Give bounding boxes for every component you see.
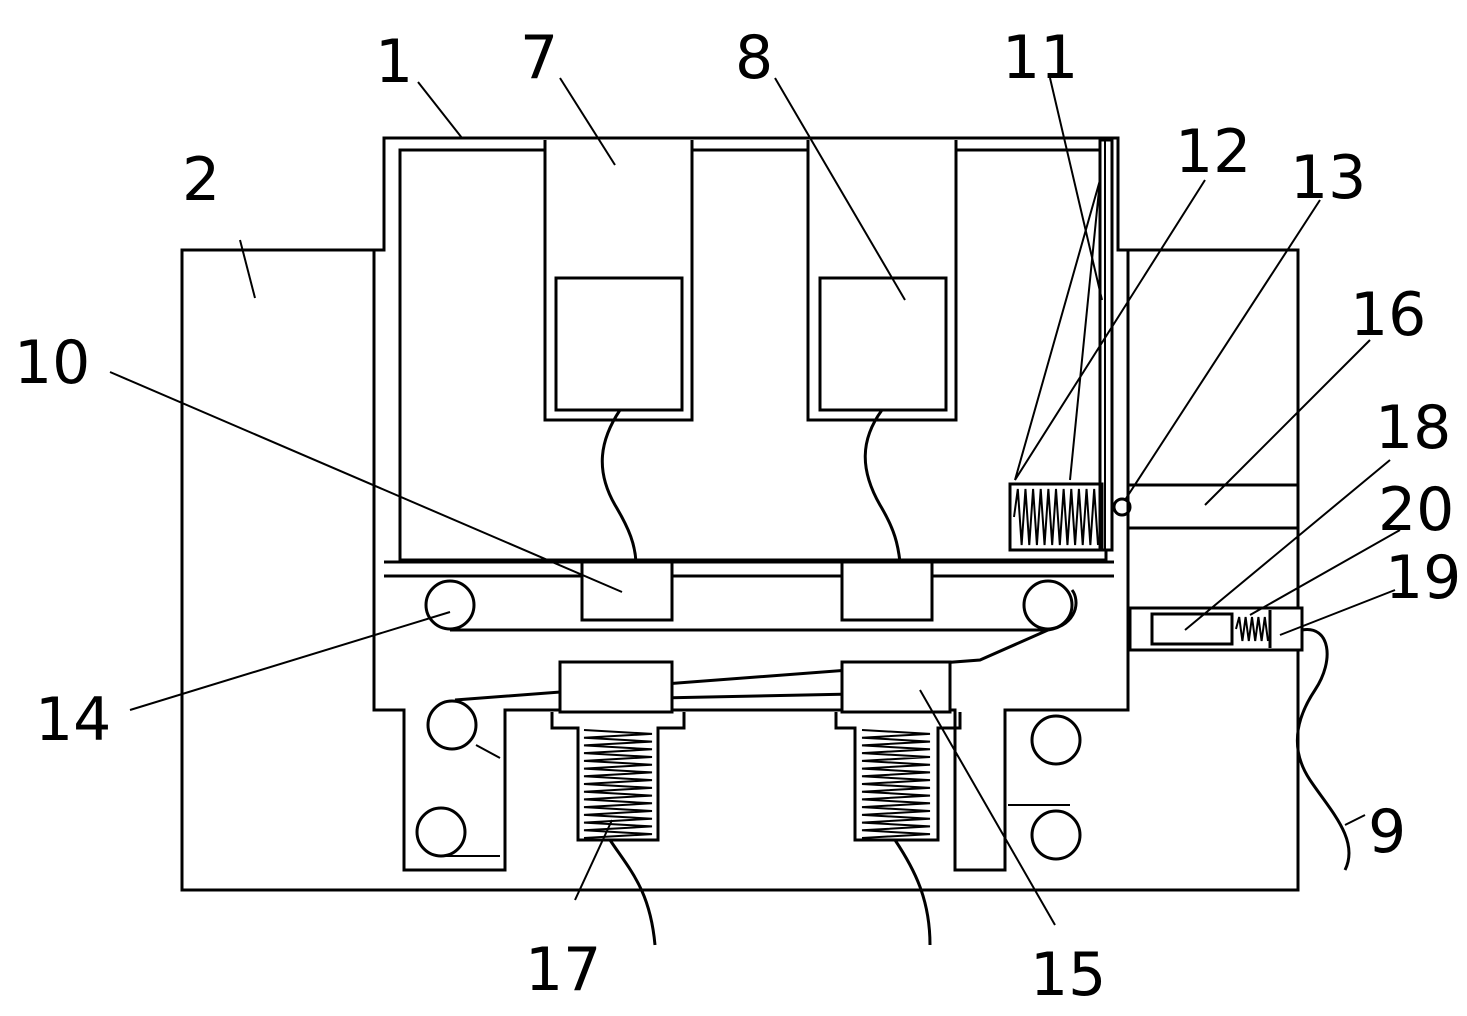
- label-9: 9: [1368, 797, 1406, 867]
- label-12: 12: [1175, 117, 1251, 187]
- reagent-box-7: [554, 276, 684, 412]
- coil-path: [583, 729, 653, 839]
- leader-14: [129, 611, 451, 711]
- leader-8: [774, 77, 906, 301]
- label-17: 17: [525, 935, 601, 1005]
- label-1: 1: [375, 27, 413, 97]
- label-11: 11: [1002, 23, 1078, 93]
- leader-15: [919, 689, 1056, 926]
- label-14: 14: [35, 685, 111, 755]
- roller-14-e: [1030, 714, 1082, 766]
- roller-14-b: [1022, 579, 1074, 631]
- leader-12: [1014, 179, 1206, 481]
- pump-10-a: [580, 560, 674, 622]
- roller-14-a: [424, 579, 476, 631]
- label-10: 10: [14, 328, 90, 398]
- cable-9: [1295, 628, 1351, 871]
- cable-17-b: [893, 839, 932, 946]
- spring-12: [1013, 488, 1099, 546]
- cable-17-a: [608, 839, 657, 946]
- spring-17-a: [583, 729, 653, 839]
- pump-10-b: [840, 560, 934, 622]
- leader-1: [417, 81, 463, 139]
- leader-17: [574, 819, 613, 901]
- spring-17-b: [861, 729, 931, 839]
- leader-7: [559, 77, 616, 166]
- belt-curve: [1047, 589, 1078, 632]
- leader-19: [1279, 589, 1396, 636]
- spring-20: [1235, 616, 1269, 642]
- label-20: 20: [1378, 475, 1454, 545]
- label-18: 18: [1375, 393, 1451, 463]
- label-16: 16: [1350, 280, 1426, 350]
- spring-mount-a: [550, 712, 686, 842]
- knob-13: [1112, 497, 1132, 517]
- coil-path: [861, 729, 931, 839]
- belt-link-left: [475, 744, 501, 759]
- leader-20: [1249, 529, 1401, 616]
- sensor-18: [1150, 612, 1234, 646]
- reagent-box-8: [818, 276, 948, 412]
- coil-path: [1235, 616, 1269, 642]
- hose-7: [600, 409, 638, 563]
- coil-path: [1013, 488, 1099, 546]
- roller-14-d: [415, 806, 467, 858]
- label-8: 8: [735, 23, 773, 93]
- label-15: 15: [1030, 940, 1106, 1010]
- leader-9: [1344, 814, 1366, 826]
- label-7: 7: [520, 23, 558, 93]
- leader-11: [1049, 77, 1103, 301]
- leader-13: [1124, 199, 1321, 501]
- hose-8: [863, 409, 902, 563]
- roller-14-c: [426, 699, 478, 751]
- label-19: 19: [1385, 543, 1461, 613]
- spring-12-frame: [1008, 482, 1104, 552]
- leader-10: [109, 371, 623, 593]
- leader-18: [1184, 459, 1391, 631]
- block-15-b: [840, 660, 952, 714]
- roller-14-f: [1030, 809, 1082, 861]
- leader-16: [1204, 339, 1371, 506]
- label-13: 13: [1290, 143, 1366, 213]
- block-15-a: [558, 660, 674, 714]
- label-2: 2: [182, 145, 220, 215]
- leader-2: [239, 239, 256, 299]
